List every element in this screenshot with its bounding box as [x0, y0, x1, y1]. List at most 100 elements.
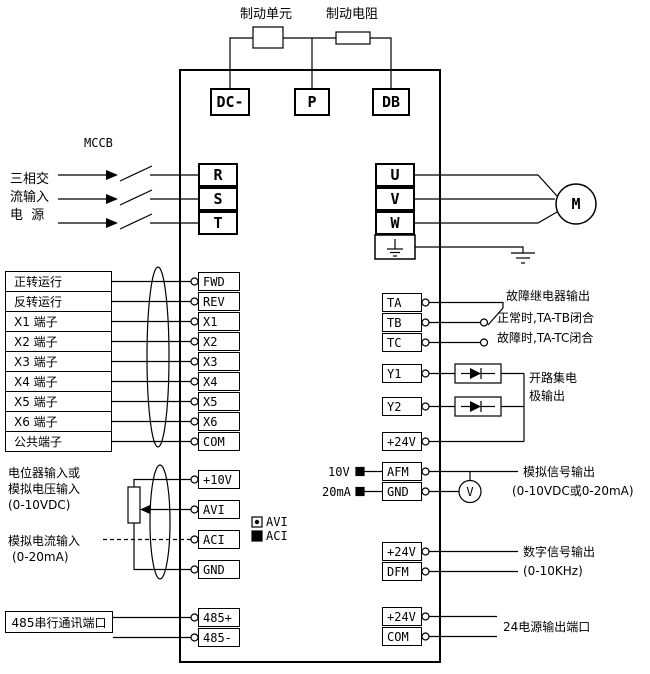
- diode-symbol-y1: [461, 368, 495, 379]
- open-collector-label-1: 开路集电: [529, 371, 578, 385]
- terminal-t: T: [198, 211, 238, 235]
- input-label-rev: 反转运行: [5, 291, 112, 312]
- analog-input-wires: [103, 464, 199, 580]
- wiper-arrow: [140, 505, 150, 514]
- terminal-24v-oc: +24V: [382, 432, 422, 451]
- terminal-x1: X1: [198, 312, 240, 331]
- source-label-line-1: 三相交: [10, 172, 50, 187]
- open-collector-label-2: 极输出: [529, 389, 566, 403]
- terminal-u: U: [375, 163, 415, 187]
- avi-aci-jumper-block: [251, 516, 263, 542]
- terminal-w: W: [375, 211, 415, 235]
- diode-symbol-y2: [461, 401, 495, 412]
- terminal-24v-po: +24V: [382, 607, 422, 626]
- terminal-afm: AFM: [382, 462, 422, 481]
- source-label-line-3: 电 源: [10, 208, 45, 223]
- analog-output-wires: [355, 466, 518, 504]
- voltmeter-symbol: [458, 479, 482, 504]
- digital-output-label-2: (0-10KHz): [523, 564, 583, 578]
- relay-contact-symbol: [421, 298, 504, 347]
- terminal-rev: REV: [198, 292, 240, 311]
- comm-wires: [113, 613, 199, 642]
- input-label-x6: X6 端子: [5, 411, 112, 432]
- input-label-com: 公共端子: [5, 431, 112, 452]
- digital-output-wires: [421, 547, 518, 576]
- terminal-dfm: DFM: [382, 562, 422, 581]
- brake-resistor-symbol: [335, 31, 371, 45]
- voltmeter-label: V: [466, 484, 474, 499]
- relay-normal-note: 正常时,TA-TB闭合: [497, 311, 594, 325]
- mccb-label: MCCB: [84, 136, 113, 150]
- jumper-20ma-square: [355, 486, 365, 497]
- jumper-aci-label: ACI: [266, 529, 288, 543]
- terminal-com-out: COM: [382, 627, 422, 646]
- terminal-db: DB: [372, 88, 410, 116]
- motor-symbol: [415, 174, 597, 225]
- earth-terminal: [374, 234, 416, 260]
- breaker-symbols: [58, 165, 198, 230]
- brake-unit-label: 制动单元: [240, 7, 293, 22]
- terminal-24v-do: +24V: [382, 542, 422, 561]
- digital-output-label-1: 数字信号输出: [523, 545, 596, 559]
- inverter-body: [179, 69, 441, 663]
- terminal-r: R: [198, 163, 238, 187]
- terminal-tb: TB: [382, 313, 422, 332]
- terminal-v: V: [375, 187, 415, 211]
- input-label-x2: X2 端子: [5, 331, 112, 352]
- shield-cable-symbol-2: [149, 464, 171, 580]
- input-label-x1: X1 端子: [5, 311, 112, 332]
- terminal-s: S: [198, 187, 238, 211]
- analog-voltage-label-2: 模拟电压输入: [8, 482, 81, 496]
- terminal-485-minus: 485-: [198, 628, 240, 647]
- brake-unit-symbol: [252, 26, 284, 49]
- terminal-aci: ACI: [198, 530, 240, 549]
- relay-fault-note: 故障时,TA-TC闭合: [497, 331, 594, 345]
- ground-symbol: [415, 246, 535, 264]
- afm-jumper-label-10v: 10V: [328, 465, 350, 479]
- potentiometer-symbol: [127, 486, 141, 524]
- terminal-com: COM: [198, 432, 240, 451]
- terminal-x3: X3: [198, 352, 240, 371]
- terminal-x4: X4: [198, 372, 240, 391]
- brake-circuit-lines: [229, 26, 392, 88]
- terminal-avi: AVI: [198, 500, 240, 519]
- jumper-avi-label: AVI: [266, 515, 288, 529]
- analog-current-label-2: (0-20mA): [12, 550, 69, 564]
- input-label-x3: X3 端子: [5, 351, 112, 372]
- comm-port-label: 485串行通讯端口: [5, 611, 113, 633]
- analog-voltage-label-3: (0-10VDC): [8, 498, 71, 512]
- analog-current-label-1: 模拟电流输入: [8, 534, 81, 548]
- terminal-gnd: GND: [198, 560, 240, 579]
- open-collector-wires: [421, 363, 525, 446]
- power-output-label: 24电源输出端口: [503, 620, 591, 634]
- terminal-10v: +10V: [198, 470, 240, 489]
- terminal-485-plus: 485+: [198, 608, 240, 627]
- input-label-x5: X5 端子: [5, 391, 112, 412]
- jumper-10v-square: [355, 466, 365, 477]
- terminal-dc-minus: DC-: [210, 88, 250, 116]
- terminal-y2: Y2: [382, 397, 422, 416]
- power-output-wires: [421, 612, 497, 641]
- terminal-y1: Y1: [382, 364, 422, 383]
- motor-label: M: [571, 195, 581, 213]
- brake-resistor-label: 制动电阻: [326, 7, 379, 22]
- analog-voltage-label-1: 电位器输入或: [8, 466, 81, 480]
- shield-cable-symbol: [146, 266, 170, 448]
- analog-output-label-2: (0-10VDC或0-20mA): [512, 484, 634, 498]
- terminal-p: P: [294, 88, 330, 116]
- terminal-x2: X2: [198, 332, 240, 351]
- terminal-ta: TA: [382, 293, 422, 312]
- analog-output-label-1: 模拟信号输出: [523, 465, 596, 479]
- terminal-x6: X6: [198, 412, 240, 431]
- input-label-x4: X4 端子: [5, 371, 112, 392]
- digital-input-wires: [112, 266, 199, 448]
- relay-output-title: 故障继电器输出: [506, 289, 591, 303]
- terminal-fwd: FWD: [198, 272, 240, 291]
- terminal-x5: X5: [198, 392, 240, 411]
- source-label-line-2: 流输入: [10, 190, 50, 205]
- input-label-fwd: 正转运行: [5, 271, 112, 292]
- afm-jumper-label-20ma: 20mA: [322, 485, 351, 499]
- terminal-tc: TC: [382, 333, 422, 352]
